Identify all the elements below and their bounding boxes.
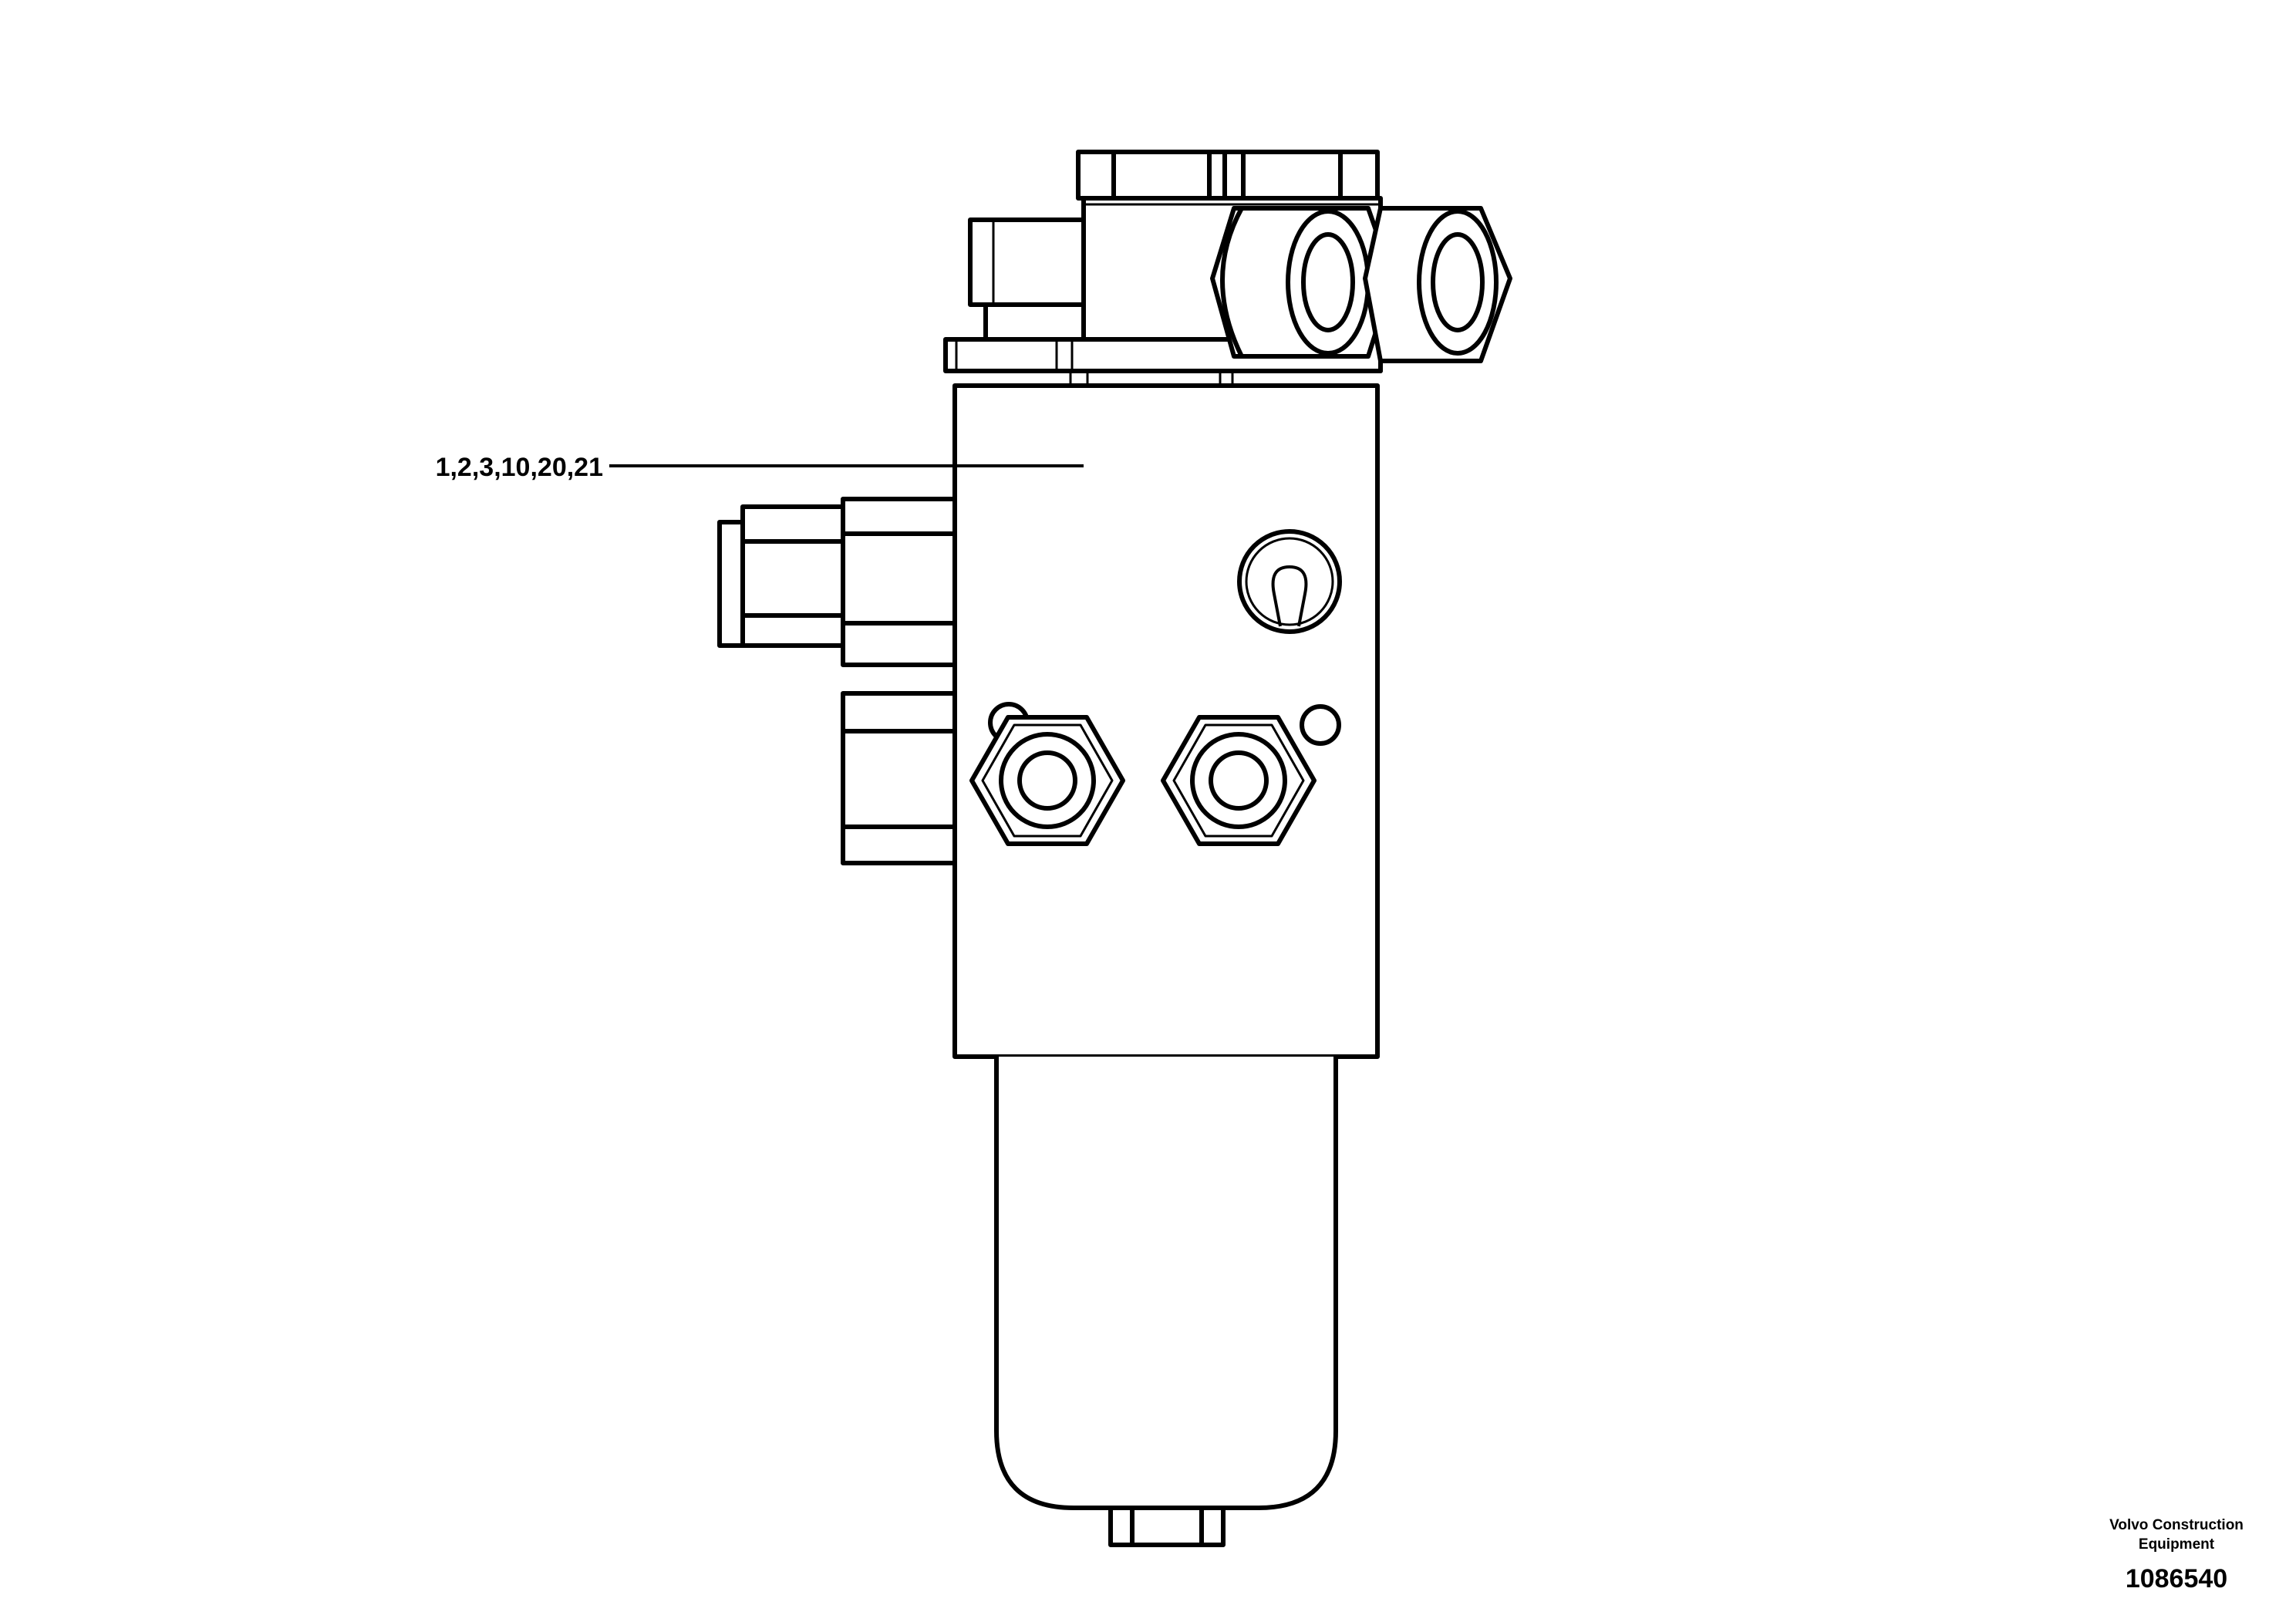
callout-label: 1,2,3,10,20,21	[436, 453, 603, 482]
small-plug-right	[1300, 704, 1341, 746]
port-fitting-left	[969, 715, 1125, 846]
top-cap	[1076, 150, 1380, 201]
drain-plug	[1108, 1506, 1226, 1547]
publisher-name-line2: Equipment	[2139, 1536, 2215, 1553]
top-hex-fitting-right	[1363, 206, 1512, 363]
callout: 1,2,3,10,20,21	[436, 453, 1084, 482]
top-left-solenoid	[968, 218, 1086, 342]
left-block-lower	[841, 691, 957, 865]
filter-bowl	[994, 1057, 1338, 1510]
pressure-indicator	[1237, 529, 1342, 634]
port-fitting-right	[1161, 715, 1317, 846]
drawing-number: 1086540	[2126, 1564, 2227, 1593]
publisher-name-line1: Volvo Construction	[2109, 1517, 2244, 1533]
top-hex-fitting-left	[1210, 206, 1395, 359]
publisher-block: Volvo Construction Equipment 1086540	[2109, 1517, 2244, 1593]
left-solenoid-upper	[717, 497, 957, 667]
